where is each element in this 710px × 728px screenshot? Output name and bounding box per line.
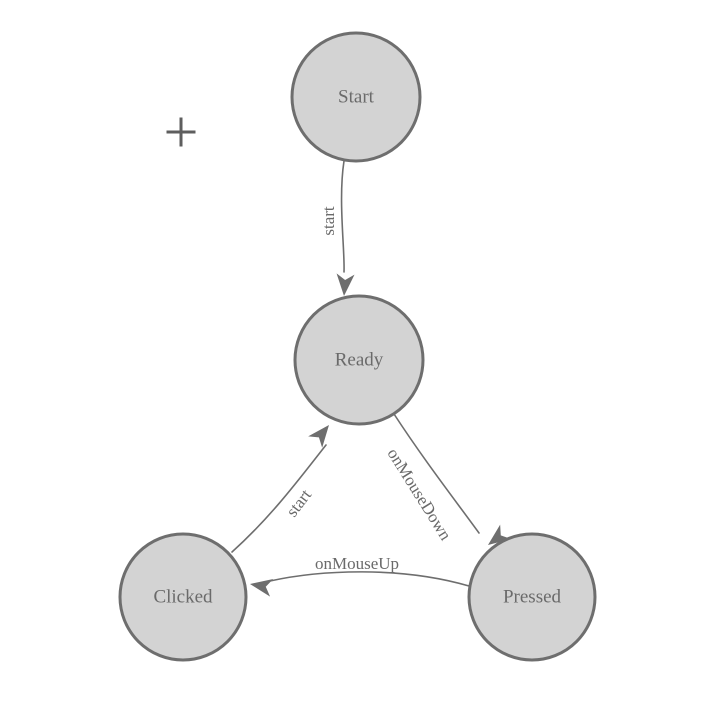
- node-label: Start: [338, 86, 375, 107]
- edge-label: start: [282, 485, 315, 520]
- edge-start-to-ready[interactable]: start: [319, 160, 355, 297]
- edge-ready-to-pressed[interactable]: onMouseDown: [384, 413, 511, 552]
- node-label: Clicked: [153, 586, 213, 607]
- markers-layer: [166, 117, 196, 147]
- node-circle[interactable]: [293, 294, 425, 426]
- node-label: Ready: [335, 349, 384, 370]
- node-start[interactable]: Start: [290, 31, 422, 163]
- arrow-head-icon: [336, 273, 355, 296]
- arrow-head-icon: [250, 578, 274, 597]
- crosshair-marker[interactable]: [166, 117, 196, 147]
- edge-line: [393, 413, 480, 534]
- edge-label: onMouseUp: [315, 554, 399, 573]
- edge-label: onMouseDown: [384, 445, 456, 544]
- node-label: Pressed: [503, 586, 562, 607]
- node-circle[interactable]: [118, 532, 248, 662]
- edge-clicked-to-ready[interactable]: start: [231, 419, 336, 553]
- edge-label: start: [319, 206, 338, 236]
- node-pressed[interactable]: Pressed: [467, 532, 597, 662]
- node-ready[interactable]: Ready: [293, 294, 425, 426]
- node-clicked[interactable]: Clicked: [118, 532, 248, 662]
- edge-line: [269, 571, 470, 587]
- node-circle[interactable]: [290, 31, 422, 163]
- node-circle[interactable]: [467, 532, 597, 662]
- edge-line: [340, 160, 345, 273]
- edge-pressed-to-clicked[interactable]: onMouseUp: [248, 554, 470, 597]
- edge-line: [231, 444, 327, 553]
- arrow-head-icon: [308, 425, 329, 448]
